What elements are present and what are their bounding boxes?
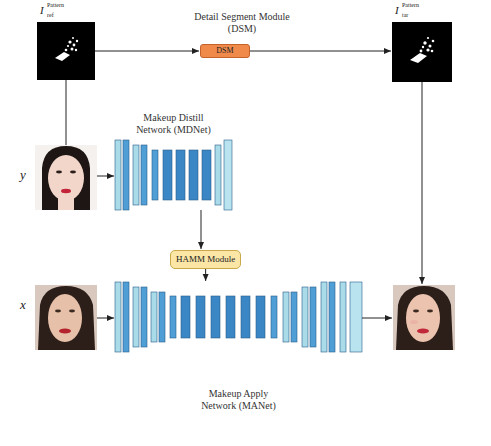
superscript: Pattern xyxy=(402,2,419,8)
input-symbol: x xyxy=(20,298,26,311)
reference-face xyxy=(35,145,97,210)
source-face xyxy=(35,285,97,350)
network-blocks xyxy=(115,140,232,210)
pattern-image xyxy=(392,22,452,82)
wire xyxy=(66,51,422,318)
box-label: HAMM Module xyxy=(176,254,235,265)
process-box: Detail Segment Module (DSM)DSM xyxy=(200,44,250,58)
process-box: HAMM Module xyxy=(170,250,241,269)
subscript: ref xyxy=(47,12,54,18)
connector-arrow xyxy=(205,269,206,281)
network-title: Makeup Apply Network (MANet) xyxy=(198,388,280,412)
superscript: Pattern xyxy=(47,2,64,8)
box-label: DSM xyxy=(201,45,249,57)
subscript: tar xyxy=(402,12,408,18)
connector-arrow xyxy=(201,210,202,249)
network: Makeup Apply Network (MANet) xyxy=(115,282,362,352)
pattern-image xyxy=(37,22,95,80)
symbol: I xyxy=(40,5,44,16)
network-title: Makeup Distill Network (MDNet) xyxy=(133,112,215,136)
symbol: I xyxy=(395,5,399,16)
input-symbol: y xyxy=(20,168,26,181)
module-title: Detail Segment Module (DSM) xyxy=(182,11,302,35)
network: Makeup Distill Network (MDNet) xyxy=(115,140,232,210)
network-blocks xyxy=(115,282,362,352)
result-face xyxy=(393,285,455,350)
